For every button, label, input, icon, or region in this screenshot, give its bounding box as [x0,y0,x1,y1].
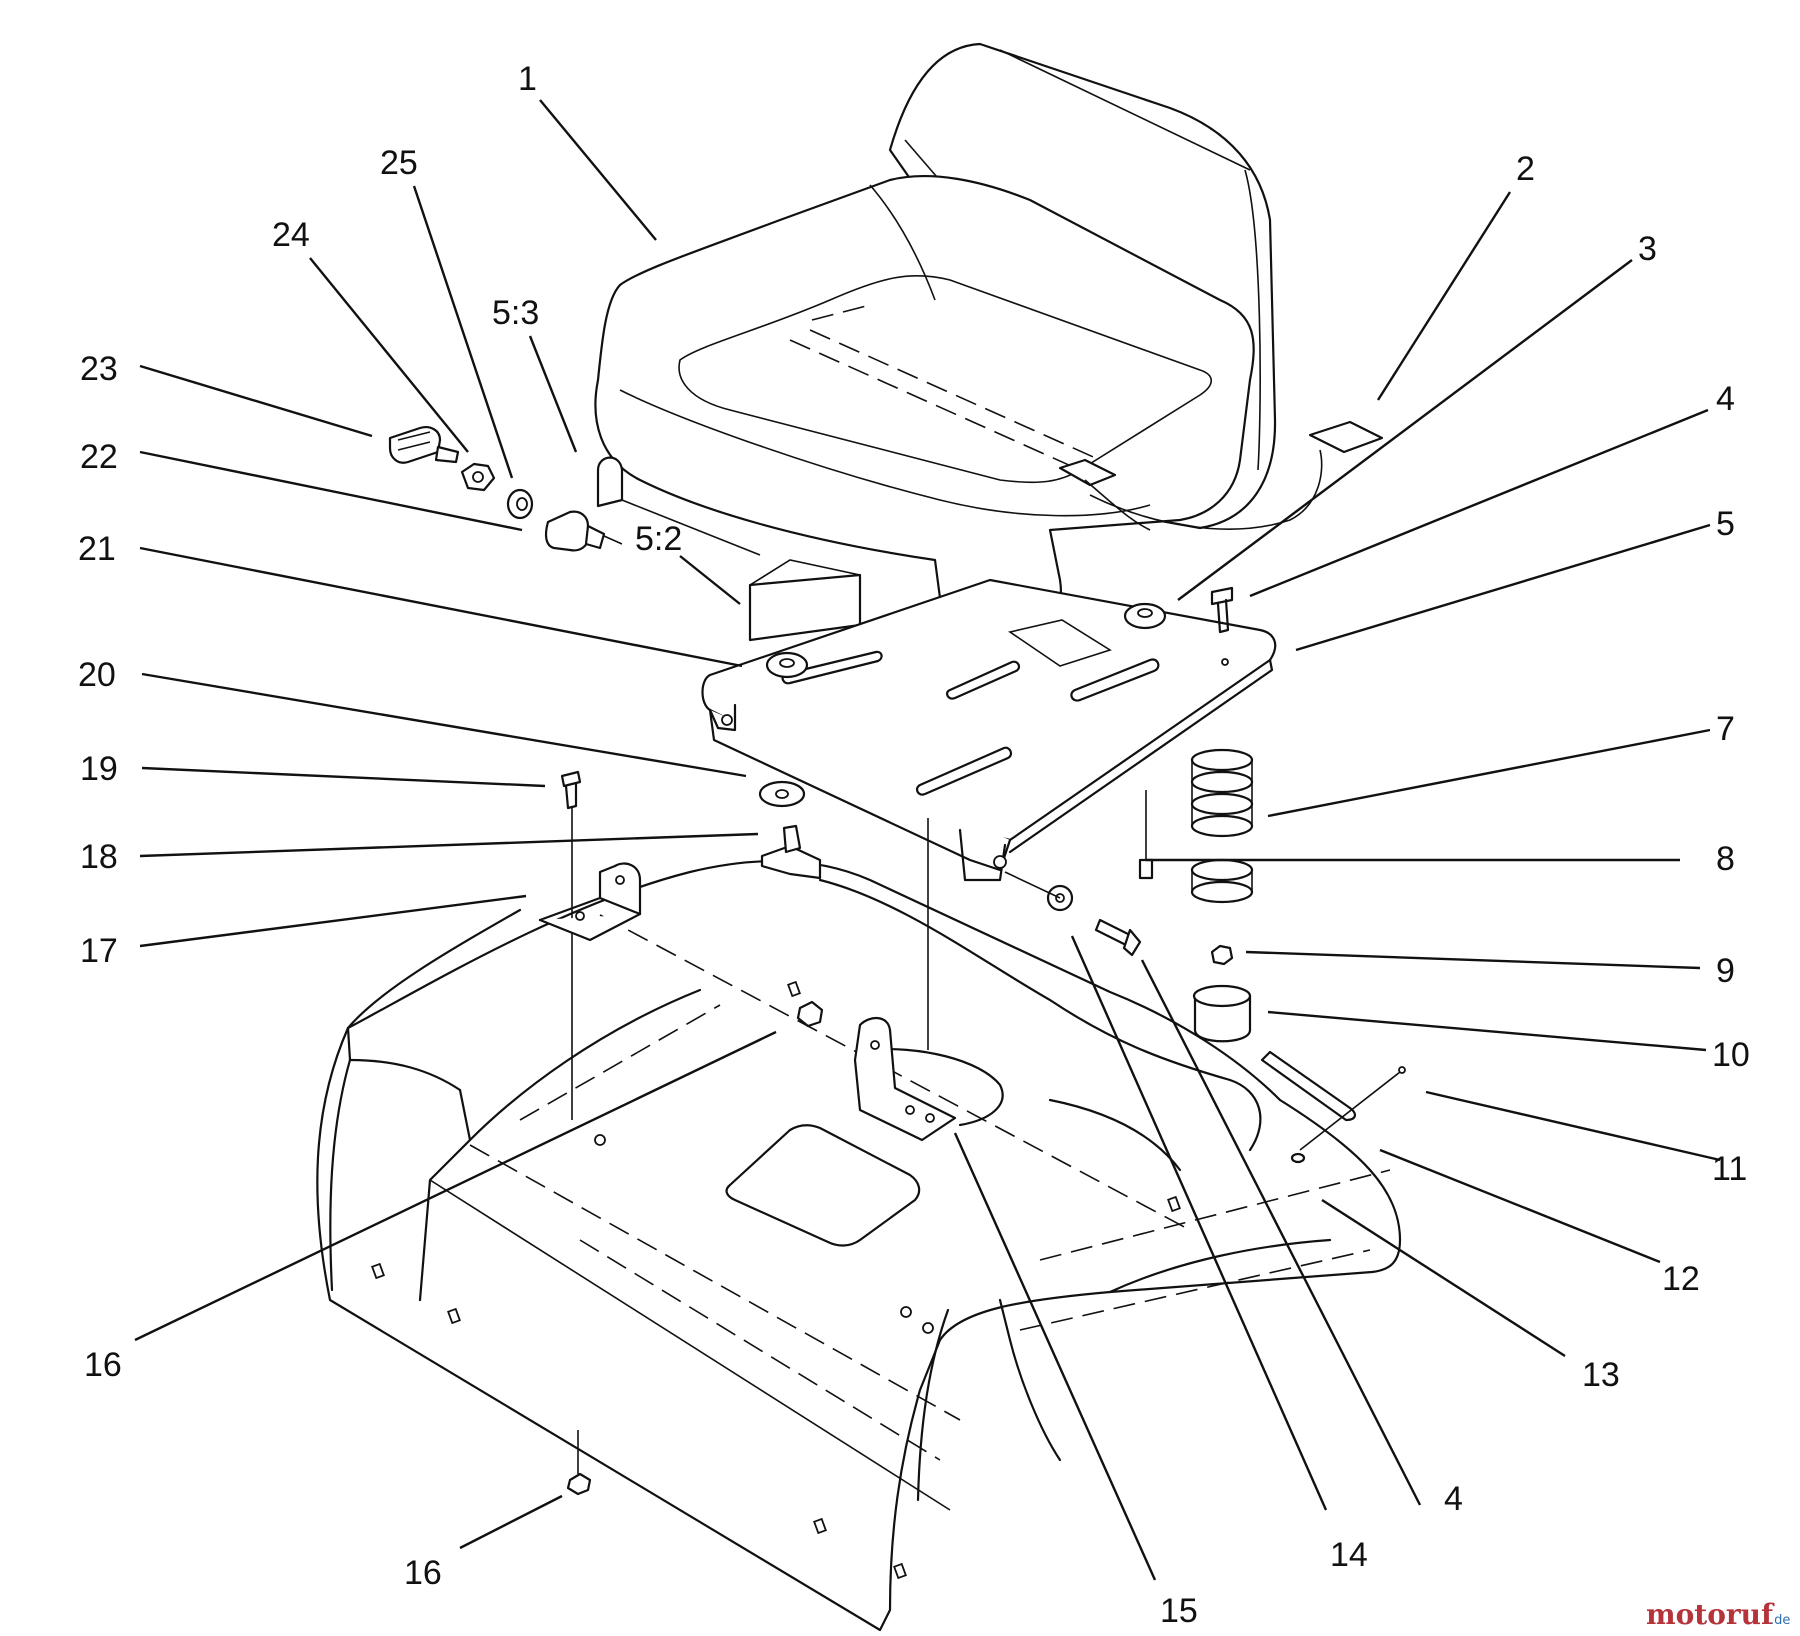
spring-assembly [1138,748,1254,1043]
callout-23: 23 [80,350,118,388]
right-hardware [1004,871,1406,1164]
left-hardware [538,770,957,1496]
callout-13: 13 [1582,1356,1620,1394]
callout-20: 20 [78,656,116,694]
callout-5: 5 [1716,505,1735,543]
callout-labels: 1 2 3 4 4 5 5:2 5:3 7 8 9 10 11 12 13 14… [78,60,1750,1630]
callout-25: 25 [380,144,418,182]
fender-pan [316,859,1402,1632]
seat-mount-plate [701,578,1277,882]
callout-8: 8 [1716,840,1735,878]
callout-24: 24 [272,216,310,254]
watermark-tld: .de [1770,1613,1790,1628]
callout-22: 22 [80,438,118,476]
callout-16-bottom: 16 [404,1554,442,1592]
callout-19: 19 [80,750,118,788]
callout-12: 12 [1662,1260,1700,1298]
part-5-3 [596,456,761,556]
leader-lines [134,99,1721,1581]
callout-14: 14 [1330,1536,1368,1574]
callout-2: 2 [1516,150,1535,188]
callout-17: 17 [80,932,118,970]
watermark-brand: motoruf [1646,1598,1775,1631]
callout-21: 21 [78,530,116,568]
callout-7: 7 [1716,710,1735,748]
callout-4-top: 4 [1716,380,1735,418]
watermark: motoruf .de [1646,1598,1790,1631]
switch-assembly [388,426,623,552]
callout-4-bottom: 4 [1444,1480,1463,1518]
callout-9: 9 [1716,952,1735,990]
callout-18: 18 [80,838,118,876]
callout-10: 10 [1712,1036,1750,1074]
callout-3: 3 [1638,230,1657,268]
part-5-2 [748,559,862,642]
callout-5-3: 5:3 [492,294,539,332]
callout-1: 1 [518,60,537,98]
seat [594,42,1384,630]
callout-5-2: 5:2 [635,520,682,558]
callout-16-left: 16 [84,1346,122,1384]
callout-15: 15 [1160,1592,1198,1630]
callout-11: 11 [1712,1150,1747,1188]
